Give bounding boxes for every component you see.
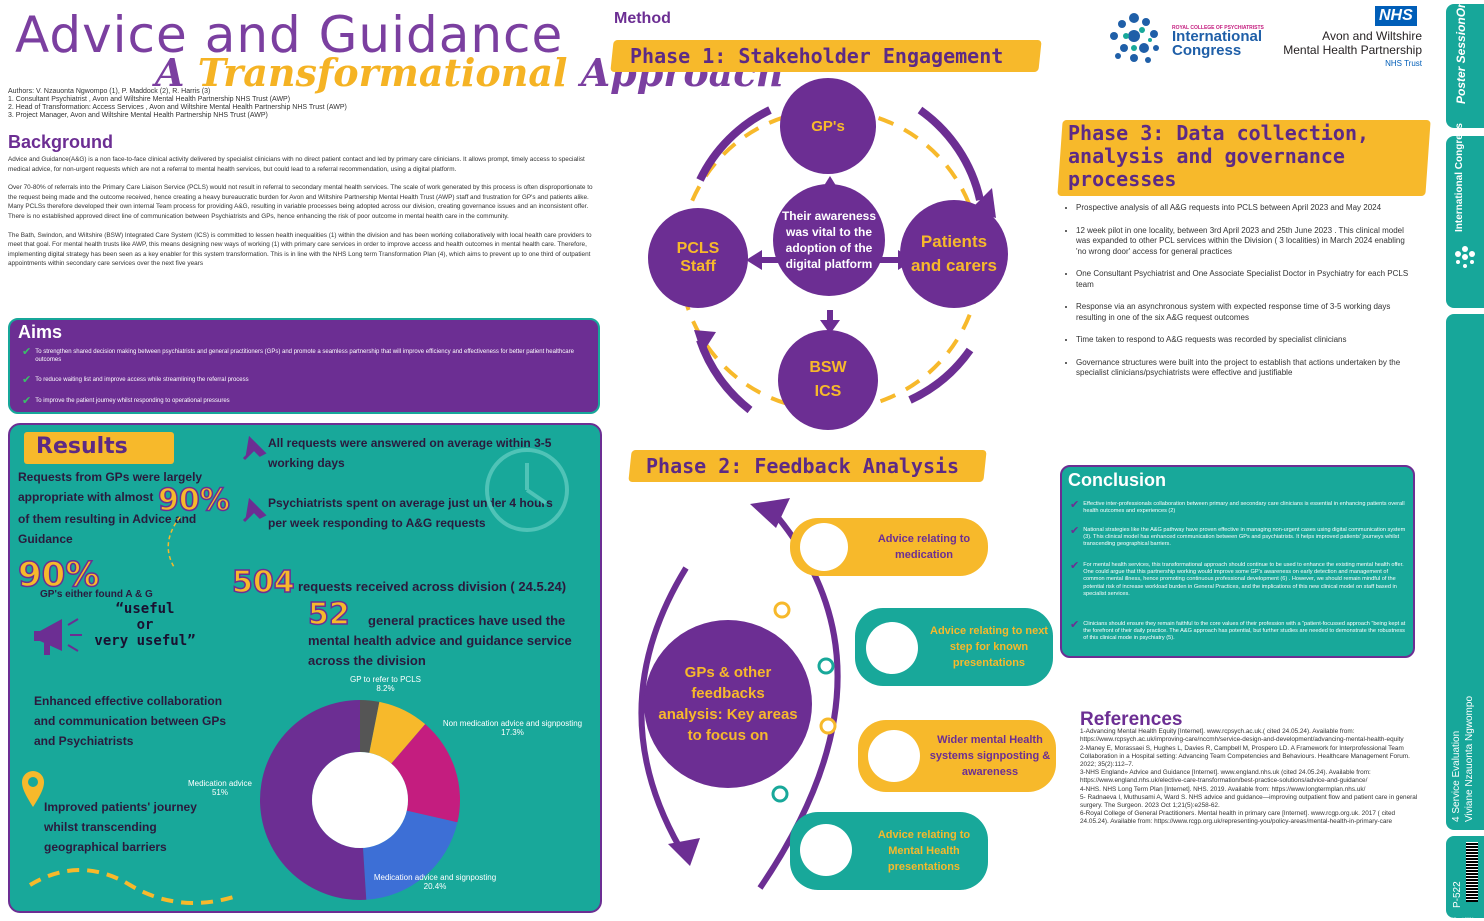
congress-dots-icon — [1455, 246, 1475, 268]
result-appropriate: Requests from GPs were largely appropria… — [18, 470, 203, 504]
check-icon: ✔ — [1070, 525, 1080, 537]
aim-item: ✔To improve the patient journey whilst r… — [22, 395, 230, 407]
result-collaboration: Enhanced effective collaboration and com… — [34, 694, 227, 748]
slice-0 — [369, 701, 426, 764]
result-practices: general practices have used the mental h… — [308, 613, 572, 668]
result-appropriate-2: of them resulting in Advice and Guidance — [18, 512, 197, 546]
pct-appropriate: 90% — [157, 482, 230, 519]
aim-item: ✔To reduce waiting list and improve acce… — [22, 374, 249, 386]
conclusion-item: ✔Effective inter-professionals collabora… — [1070, 499, 1405, 515]
slice-other — [360, 700, 380, 753]
dashed-arrow-decoration — [167, 516, 181, 568]
phase3-list: Prospective analysis of all A&G requests… — [1066, 203, 1416, 391]
barcode-icon — [1466, 842, 1478, 902]
bubble-icon — [800, 824, 852, 876]
references: References 1-Advancing Mental Health Equ… — [1080, 709, 1425, 827]
aims-heading: Aims — [18, 322, 63, 342]
pin-icon — [242, 435, 267, 461]
conclusion-item: ✔For mental health services, this transf… — [1070, 560, 1404, 597]
slice-3 — [259, 700, 367, 900]
node-pcls: PCLS Staff — [648, 208, 748, 308]
conclusion-box: Conclusion ✔Effective inter-professional… — [1060, 465, 1415, 658]
background-text: Advice and Guidance(A&G) is a non face-t… — [8, 156, 593, 268]
donut-hole — [312, 752, 408, 848]
background-heading: Background — [8, 132, 114, 152]
nhs-logo: NHS — [1375, 6, 1417, 26]
outcomes-donut-chart — [259, 700, 460, 900]
location-pin-icon — [22, 771, 44, 807]
results-box: Results Requests from GPs were largely a… — [8, 423, 602, 913]
bubble-icon — [868, 730, 920, 782]
dashed-path-decoration — [28, 868, 241, 905]
sidebar-congress: International Congress — [1446, 123, 1484, 308]
result-journey: Improved patients' journey whilst transc… — [44, 800, 197, 854]
result-requests: requests received across division ( 24.5… — [298, 579, 567, 594]
feedback-center: GPs & other feedbacks analysis: Key area… — [644, 620, 812, 788]
slice-2 — [363, 810, 458, 900]
check-icon: ✔ — [22, 395, 32, 407]
check-icon: ✔ — [1070, 499, 1080, 511]
count-practices: 52 — [307, 596, 350, 633]
aim-item: ✔To strengthen shared decision making be… — [22, 346, 574, 364]
megaphone-icon — [34, 618, 82, 655]
check-icon: ✔ — [22, 374, 32, 386]
result-useful: GP's either found A & G — [40, 589, 153, 600]
rcpsych-small: ROYAL COLLEGE OF PSYCHIATRISTS — [1172, 25, 1264, 31]
references-heading: References — [1080, 709, 1183, 730]
check-icon: ✔ — [22, 346, 32, 358]
result-hours: Psychiatrists spent on average just unde… — [268, 496, 553, 530]
clock-icon — [485, 448, 569, 532]
aims-box: Aims ✔To strengthen shared decision maki… — [8, 318, 600, 414]
phase3-heading: Phase 3: Data collection, analysis and g… — [1068, 121, 1370, 191]
check-icon: ✔ — [1070, 560, 1080, 572]
check-icon: ✔ — [1070, 619, 1080, 631]
sidebar-poster-session: Poster SessionOnline — [1446, 0, 1484, 128]
sidebar-code: P-522 RCPsych2024 — [1446, 836, 1484, 921]
result-response-time: All requests were answered on average wi… — [268, 436, 552, 470]
conclusion-item: ✔Clinicians should ensure they remain fa… — [1070, 619, 1406, 642]
bubble-icon — [800, 523, 848, 571]
bubble-icon — [866, 622, 918, 674]
conclusion-item: ✔National strategies like the A&G pathwa… — [1070, 525, 1406, 548]
phase1-heading: Phase 1: Stakeholder Engagement — [630, 44, 1004, 68]
pin-icon — [242, 497, 267, 523]
node-center: Their awareness was vital to the adoptio… — [773, 184, 885, 296]
count-requests: 504 — [231, 564, 295, 601]
results-heading: Results — [24, 432, 174, 464]
rcpsych-dots-logo — [1110, 13, 1159, 63]
phase2-heading: Phase 2: Feedback Analysis — [646, 454, 960, 478]
conclusion-heading: Conclusion — [1068, 470, 1166, 490]
poster-title: Advice and Guidance — [15, 6, 564, 64]
authors: Authors: V. Nzauonta Ngwompo (1), P. Mad… — [8, 88, 347, 119]
node-patients: Patients and carers — [900, 200, 1008, 308]
method-heading: Method — [614, 10, 671, 27]
node-gps: GP's — [780, 78, 876, 174]
pct-useful: 90% — [17, 554, 100, 596]
node-bsw: BSW ICS — [778, 330, 878, 430]
slice-1 — [391, 724, 460, 823]
